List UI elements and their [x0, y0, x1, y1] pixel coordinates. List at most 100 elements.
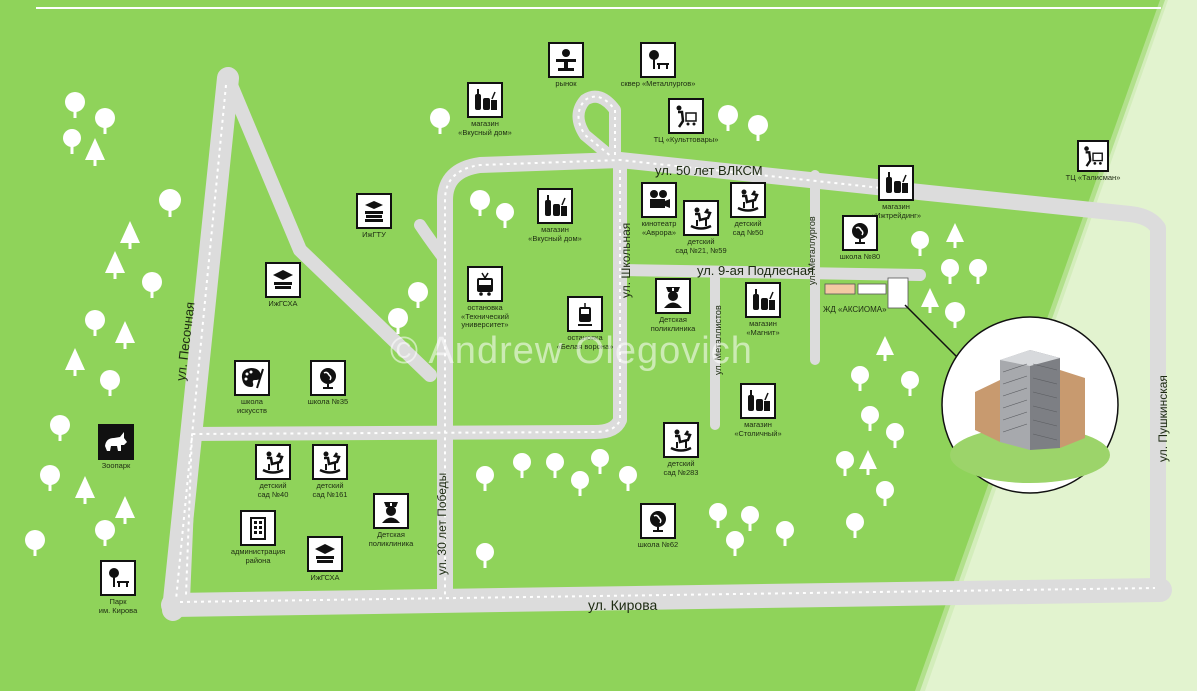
park-bench-icon [100, 560, 136, 596]
poi-shkola-80[interactable]: школа №80 [805, 215, 915, 262]
poi-shkola-62[interactable]: школа №62 [603, 503, 713, 550]
poi-izhtrading[interactable]: магазин «Ижтрейдинг» [841, 165, 951, 220]
tree-icon [591, 449, 609, 474]
tree-icon [945, 302, 965, 328]
tree-icon [40, 465, 60, 491]
complex-label[interactable]: ЖД «АКСИОМА» [823, 305, 887, 314]
tree-icon [836, 451, 854, 476]
tree-icon [75, 476, 95, 504]
poi-admin[interactable]: администрация района [203, 510, 313, 565]
tram-icon [567, 296, 603, 332]
poi-label: остановка «Белая ворона» [556, 333, 614, 351]
poi-label: магазин «Вкусный дом» [458, 119, 512, 137]
poi-label: Зоопарк [101, 461, 131, 470]
poi-stolichny[interactable]: магазин «Столичный» [703, 383, 813, 438]
poi-talisman[interactable]: ТЦ «Талисман» [1038, 140, 1148, 183]
road-diagonal [221, 71, 437, 382]
poi-magnit[interactable]: магазин «Магнит» [708, 282, 818, 337]
tree-icon [709, 503, 727, 528]
tree-icon [911, 231, 929, 256]
shopping-cart-icon [668, 98, 704, 134]
rocking-horse-icon [312, 444, 348, 480]
globe-icon [842, 215, 878, 251]
poi-label: магазин «Вкусный дом» [528, 225, 582, 243]
nurse-icon [655, 278, 691, 314]
rhino-icon [98, 424, 134, 460]
film-camera-icon [641, 182, 677, 218]
rocking-horse-icon [255, 444, 291, 480]
poi-label: школа №80 [839, 252, 881, 261]
tree-icon [470, 190, 490, 216]
poi-kulttovary[interactable]: ТЦ «Культтовары» [631, 98, 741, 145]
tree-icon [546, 453, 564, 478]
poi-rynok[interactable]: рынок [511, 42, 621, 89]
poi-label: детский сад №161 [312, 481, 348, 499]
poi-sad-283[interactable]: детский сад №283 [626, 422, 736, 477]
top-border-line [36, 7, 1161, 9]
tree-icon [876, 481, 894, 506]
poi-shkola-isk[interactable]: школа искусств [197, 360, 307, 415]
poi-kino-avrora[interactable]: кинотеатр «Аврора» [604, 182, 714, 237]
poi-label: остановка «Технический университет» [461, 303, 509, 330]
tree-icon [65, 92, 85, 118]
poi-ostanovka-bv[interactable]: остановка «Белая ворона» [530, 296, 640, 351]
tree-icon [861, 406, 879, 431]
road-shkolnaya [176, 158, 627, 607]
road-dashes [175, 84, 1156, 603]
poi-vkusny-dom-1[interactable]: магазин «Вкусный дом» [430, 82, 540, 137]
tree-icon [476, 543, 494, 568]
road-pushkinskaya [892, 182, 1166, 598]
poi-label: школа №35 [307, 397, 349, 406]
road-podlesnaya [616, 264, 926, 281]
watermark: © Andrew Olegovich [390, 330, 753, 372]
tree-icon [941, 259, 959, 284]
books-icon [356, 193, 392, 229]
poi-skver[interactable]: сквер «Металлургов» [603, 42, 713, 89]
poi-sad-21-59[interactable]: детский сад №21, №59 [646, 200, 756, 255]
road-dash-kirova [179, 587, 1156, 603]
poi-sad-50[interactable]: детский сад №50 [693, 182, 803, 237]
tree-icon [726, 531, 744, 556]
poi-shkola-35[interactable]: школа №35 [273, 360, 383, 407]
poi-label: Детская поликлиника [650, 315, 696, 333]
poi-izhgtu[interactable]: ИжГТУ [319, 193, 429, 240]
complex-building-illustration [950, 350, 1110, 483]
poi-izhgsha-1[interactable]: ИжГСХА [228, 262, 338, 309]
poi-label: ТЦ «Талисман» [1065, 173, 1121, 182]
tree-icon [886, 423, 904, 448]
road-loop [572, 90, 621, 166]
poi-label: детский сад №21, №59 [675, 237, 727, 255]
tree-icon [859, 450, 877, 475]
tree-icon [115, 496, 135, 524]
poi-poliklinika-2[interactable]: Детская поликлиника [336, 493, 446, 548]
poi-label: ИжГТУ [362, 230, 386, 239]
tree-icon [718, 105, 738, 131]
poi-zoopark[interactable]: Зоопарк [61, 424, 171, 471]
poi-sad-161[interactable]: детский сад №161 [275, 444, 385, 499]
poi-label: школа №62 [637, 540, 679, 549]
poi-sad-40[interactable]: детский сад №40 [218, 444, 328, 499]
tree-icon [776, 521, 794, 546]
poi-label: кинотеатр «Аврора» [641, 219, 677, 237]
tree-icon [741, 506, 759, 531]
tree-icon [921, 288, 939, 313]
road-izhgtu-loop [414, 219, 451, 266]
poi-vkusny-dom-2[interactable]: магазин «Вкусный дом» [500, 188, 610, 243]
poi-park-kirova[interactable]: Парк им. Кирова [63, 560, 173, 615]
poi-ostanovka-tu[interactable]: остановка «Технический университет» [430, 266, 540, 330]
complex-pointer [904, 304, 961, 361]
tree-icon [65, 348, 85, 376]
poi-poliklinika-1[interactable]: Детская поликлиника [618, 278, 728, 333]
rocking-horse-icon [683, 200, 719, 236]
tree-icon [159, 189, 181, 217]
tree-icon [142, 272, 162, 298]
tree-icon [876, 336, 894, 361]
tree-icon [846, 513, 864, 538]
street-podlesnaya: ул. 9-ая Подлесная [697, 263, 815, 278]
poi-label: ИжГСХА [310, 573, 340, 582]
trees [25, 92, 987, 568]
globe-icon [640, 503, 676, 539]
street-vlksm: ул. 50 лет ВЛКСМ [655, 163, 763, 178]
grocery-icon [537, 188, 573, 224]
poi-izhgsha-2[interactable]: ИжГСХА [270, 536, 380, 583]
